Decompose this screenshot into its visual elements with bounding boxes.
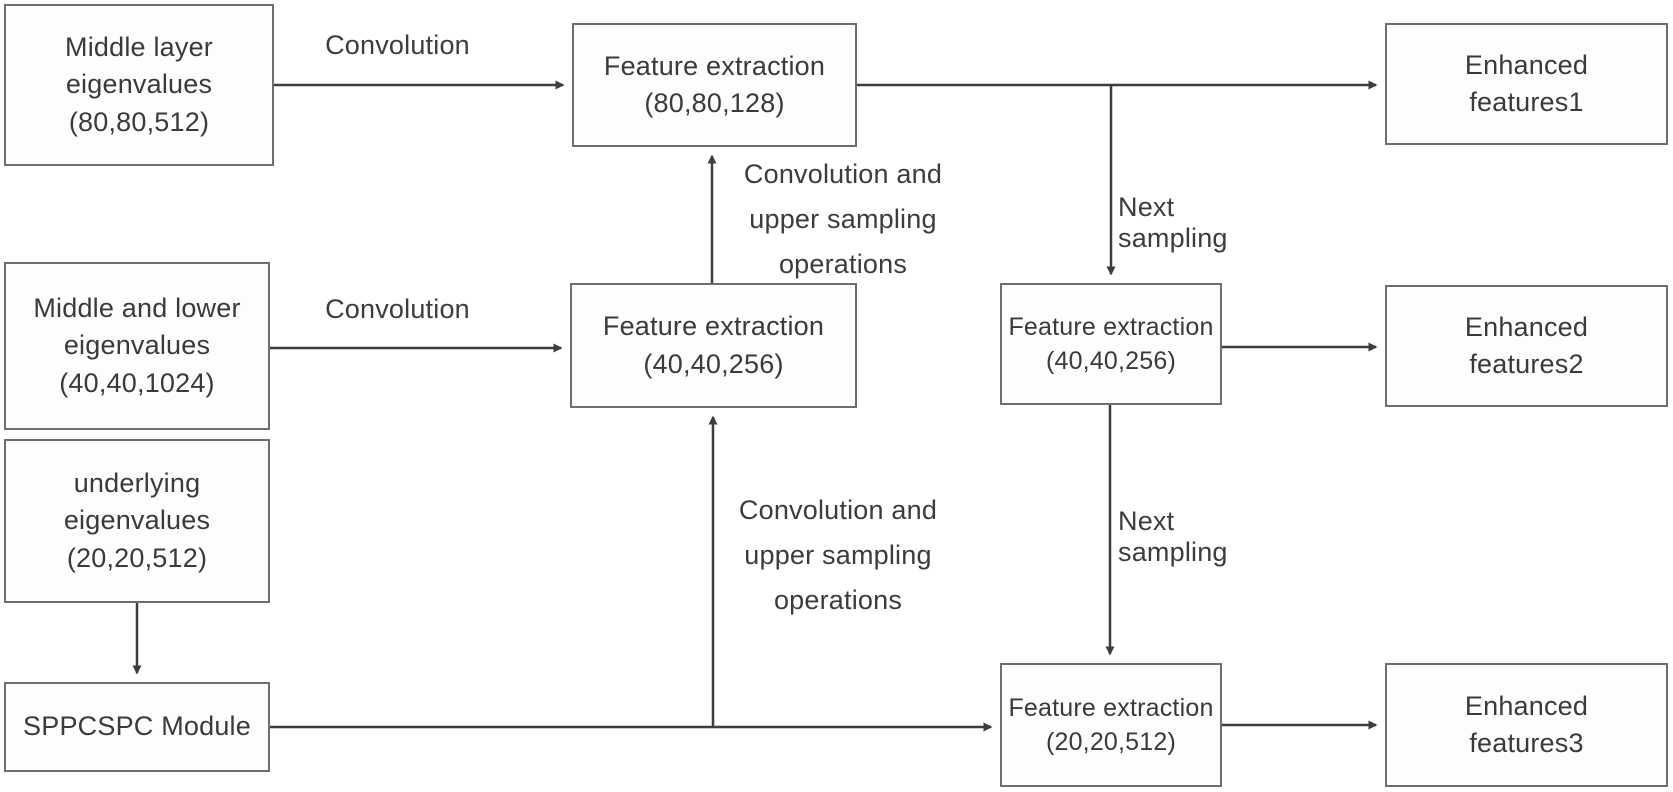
edge-label-next-sampling-1: Next sampling (1118, 192, 1228, 253)
edge-label-convolution-mid: Convolution (325, 294, 470, 324)
node-sppcspc-module: SPPCSPC Module (4, 682, 270, 772)
node-middle-layer-eigenvalues: Middle layer eigenvalues (80,80,512) (4, 4, 274, 166)
node-underlying-eigenvalues: underlying eigenvalues (20,20,512) (4, 439, 270, 603)
node-enhanced-features3: Enhanced features3 (1385, 663, 1668, 787)
node-enhanced-features2: Enhanced features2 (1385, 285, 1668, 407)
edge-label-conv-upsample-1: Convolution and upper sampling operation… (743, 159, 943, 279)
edge-label-next-sampling-2: Next sampling (1118, 506, 1228, 567)
node-feature-extraction-80-80-128: Feature extraction (80,80,128) (572, 23, 857, 147)
edge-label-convolution-top: Convolution (325, 30, 470, 60)
node-middle-and-lower-eigenvalues: Middle and lower eigenvalues (40,40,1024… (4, 262, 270, 430)
node-enhanced-features1: Enhanced features1 (1385, 23, 1668, 145)
node-feature-extraction-20-20-512: Feature extraction (20,20,512) (1000, 663, 1222, 787)
node-feature-extraction-40-40-256-mid: Feature extraction (40,40,256) (570, 283, 857, 408)
node-feature-extraction-40-40-256-right: Feature extraction (40,40,256) (1000, 283, 1222, 405)
edge-label-conv-upsample-2: Convolution and upper sampling operation… (738, 495, 938, 615)
